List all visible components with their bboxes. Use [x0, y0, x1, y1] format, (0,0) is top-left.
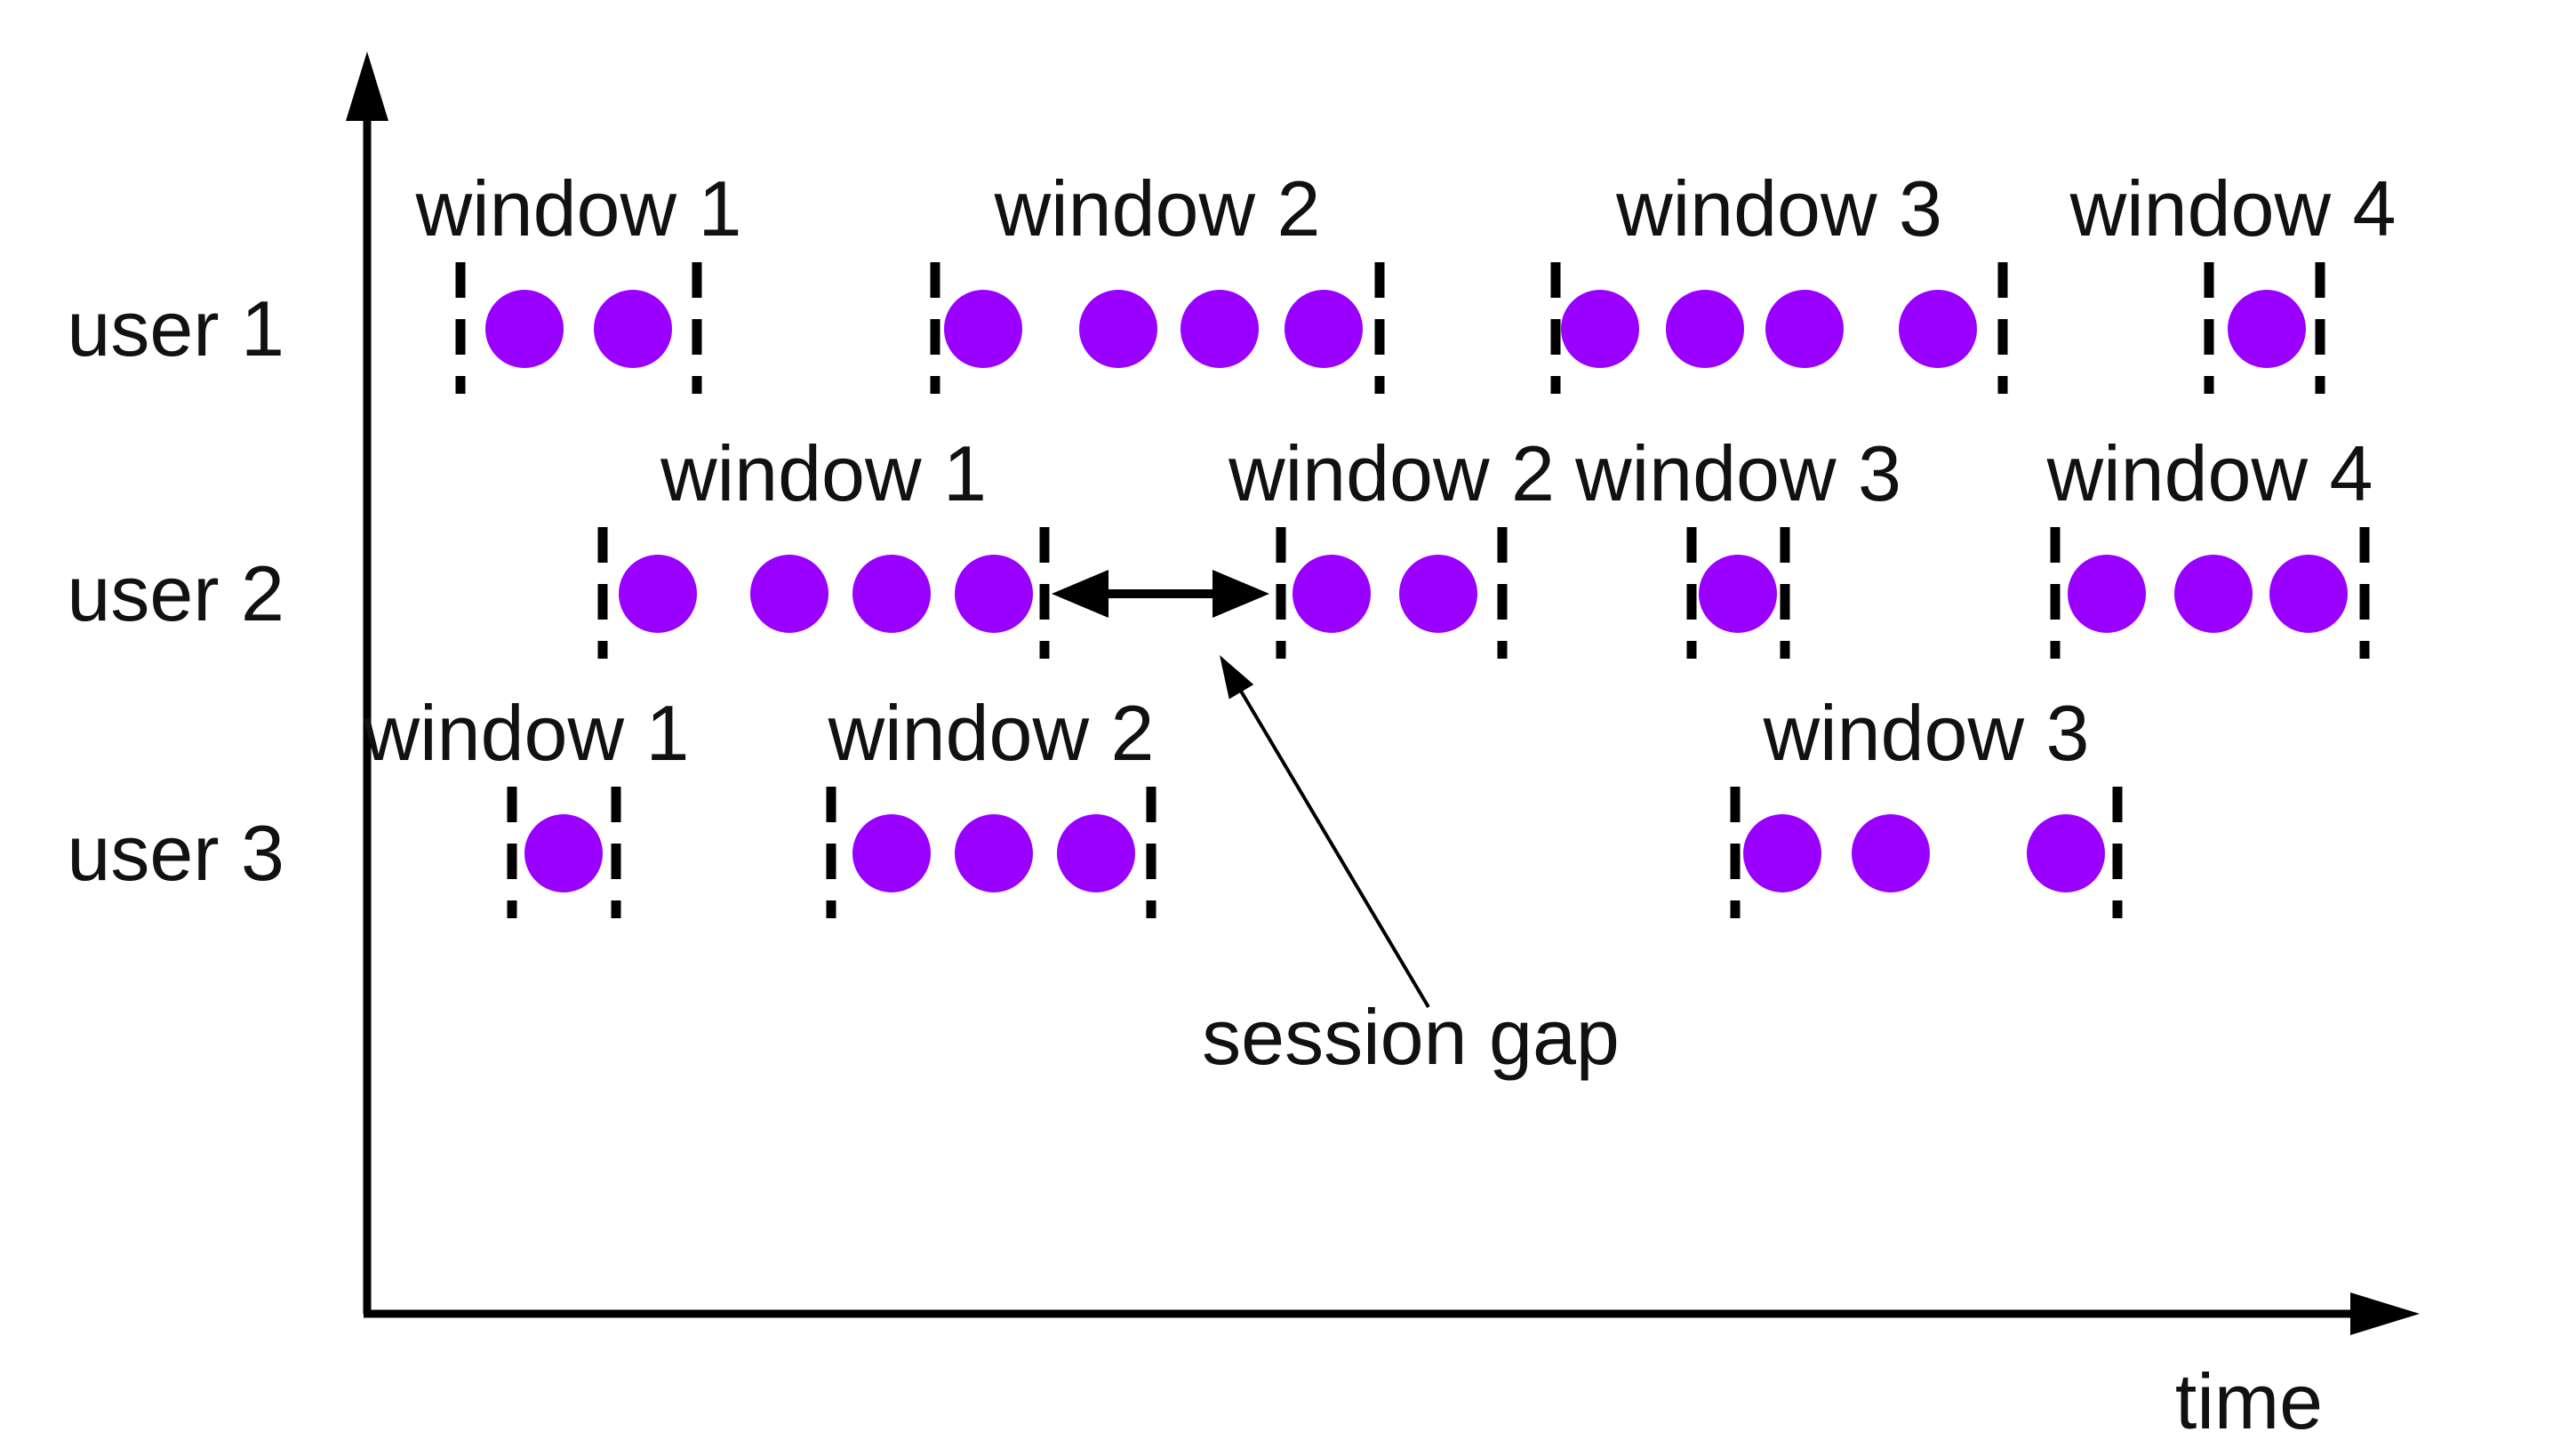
event-dot: [1293, 555, 1371, 633]
window-label: window 3: [1574, 429, 1901, 517]
event-dot: [485, 290, 564, 368]
event-dot: [750, 555, 828, 633]
window-label: window 3: [1615, 164, 1942, 252]
event-dot: [2027, 814, 2105, 892]
event-dot: [2228, 290, 2306, 368]
x-axis-arrowhead: [2350, 1292, 2420, 1335]
row-label-user-2: user 2: [67, 549, 284, 637]
event-dot: [1399, 555, 1477, 633]
window-label: window 4: [2069, 164, 2397, 252]
window-label: window 1: [660, 429, 987, 517]
window-label: window 2: [994, 164, 1321, 252]
event-dot: [1180, 290, 1259, 368]
event-dot: [944, 290, 1022, 368]
time-axis-label: time: [2175, 1357, 2323, 1445]
event-dot: [2068, 555, 2146, 633]
window-label: window 3: [1763, 689, 2090, 777]
event-dot: [2269, 555, 2348, 633]
event-dot: [852, 814, 931, 892]
session-gap-arrowhead-left: [1052, 570, 1108, 618]
y-axis-arrowhead: [346, 52, 388, 121]
session-gap-label: session gap: [1202, 993, 1620, 1081]
event-dot: [1079, 290, 1157, 368]
event-dot: [619, 555, 697, 633]
event-dot: [1057, 814, 1135, 892]
pointer-line: [1236, 684, 1430, 1009]
event-dot: [1284, 290, 1363, 368]
event-dot: [1743, 814, 1821, 892]
session-gap-arrowhead-right: [1212, 570, 1269, 618]
window-label: window 4: [2046, 429, 2373, 517]
row-label-user-1: user 1: [67, 284, 284, 372]
window-label: window 2: [828, 689, 1155, 777]
event-dot: [1699, 555, 1777, 633]
event-dot: [1666, 290, 1744, 368]
row-label-user-3: user 3: [67, 809, 284, 897]
event-dot: [1561, 290, 1639, 368]
event-dot: [594, 290, 672, 368]
event-dot: [1765, 290, 1844, 368]
window-label: window 1: [415, 164, 742, 252]
event-dot: [1899, 290, 1977, 368]
event-dot: [852, 555, 931, 633]
event-dot: [955, 555, 1033, 633]
event-dot: [1852, 814, 1930, 892]
event-dot: [524, 814, 603, 892]
pointer-arrowhead: [1220, 655, 1254, 700]
window-label: window 1: [363, 689, 690, 777]
event-dot: [955, 814, 1033, 892]
event-dot: [2174, 555, 2253, 633]
window-label: window 2: [1228, 429, 1555, 517]
